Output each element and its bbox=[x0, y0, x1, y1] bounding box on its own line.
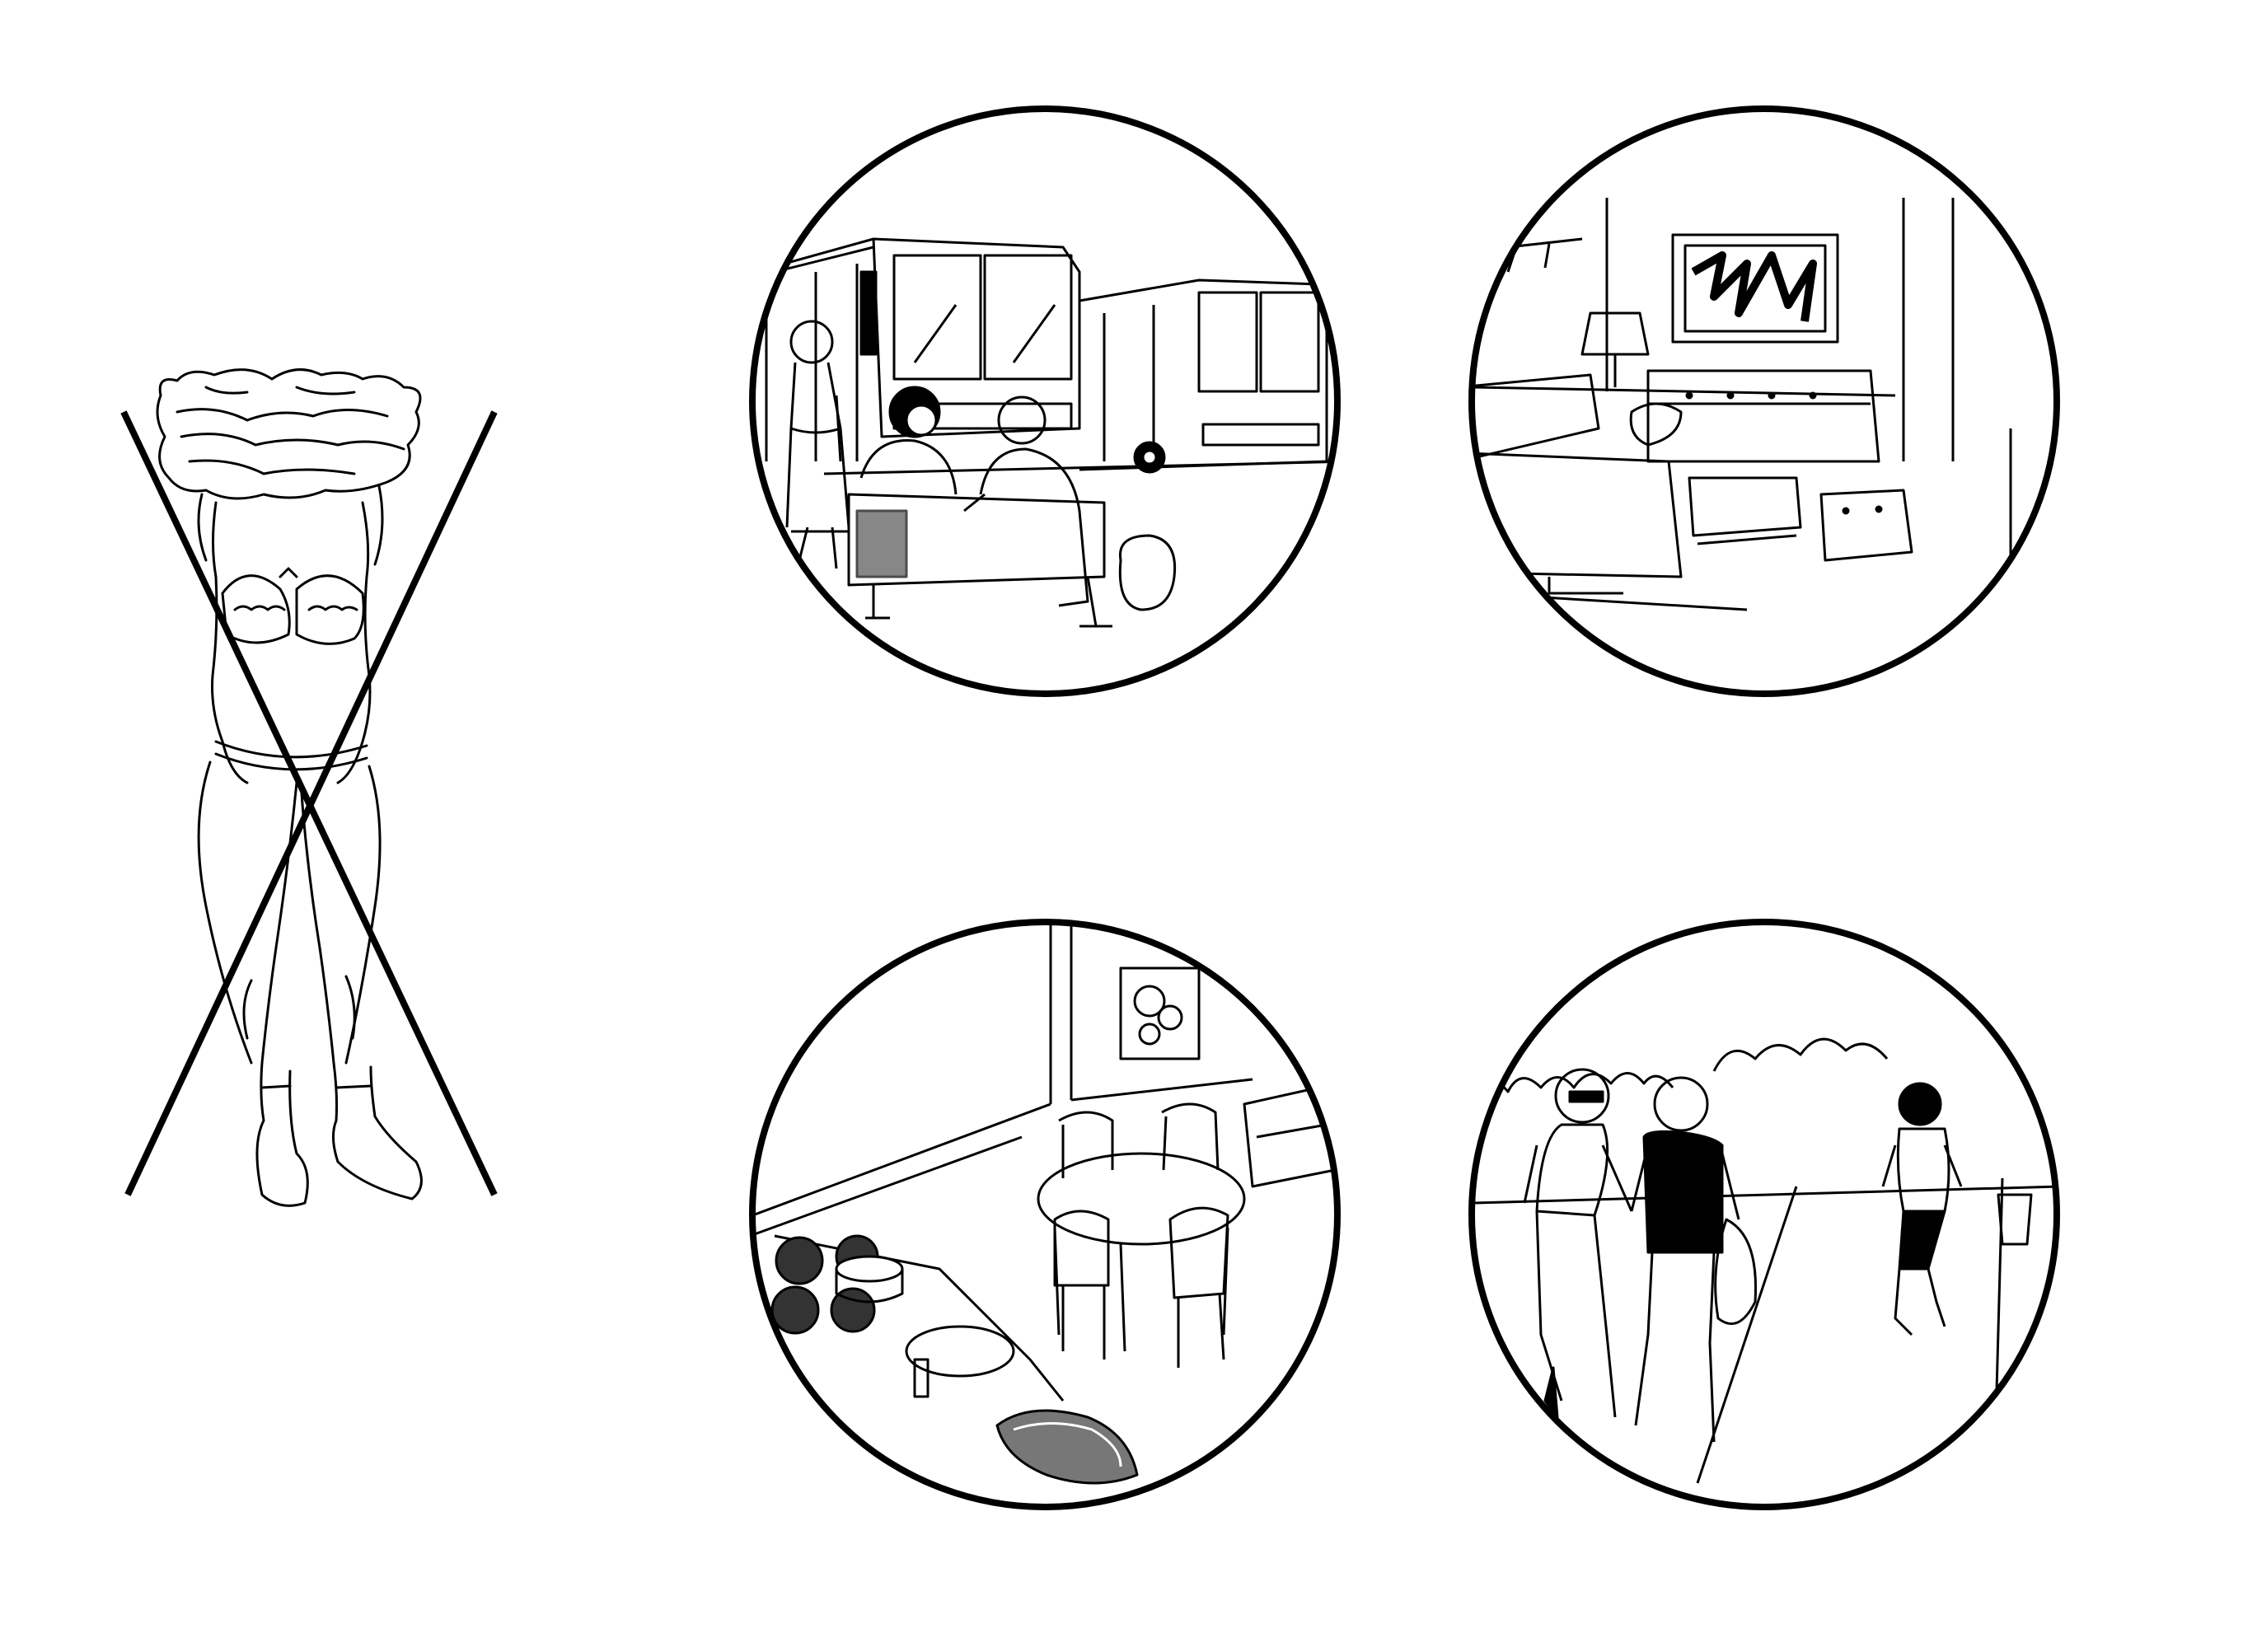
crossed-out-undressing-person-icon bbox=[156, 368, 423, 1207]
cross-out-mark bbox=[120, 410, 498, 1196]
bus-stop-scene-icon bbox=[749, 105, 1341, 697]
park-walk-scene-icon bbox=[1468, 919, 2060, 1510]
kitchen-scene-icon bbox=[749, 919, 1341, 1510]
